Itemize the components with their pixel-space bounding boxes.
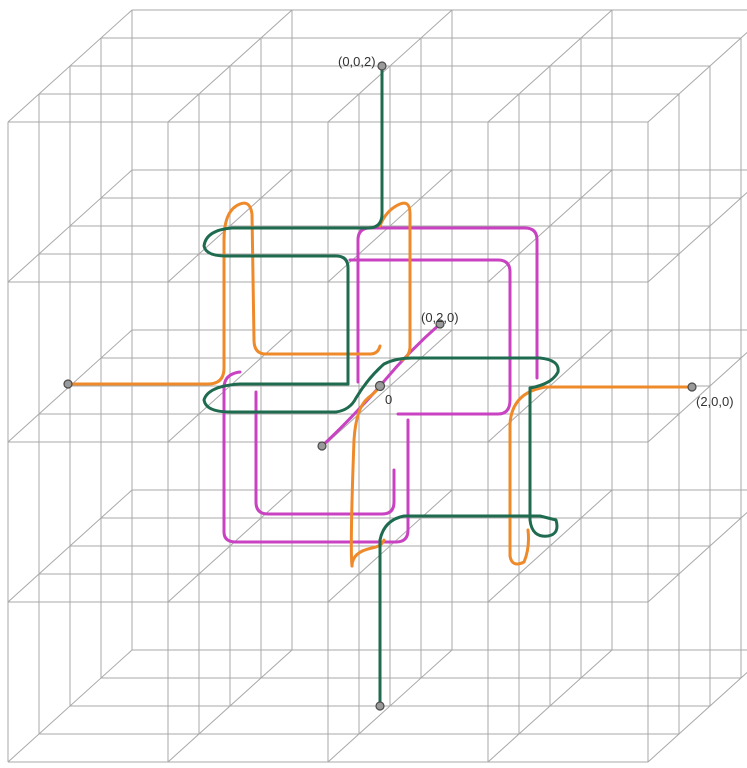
green-loop-middle [202,356,560,414]
node-y-front [317,441,327,451]
orange-axis-left [66,201,382,386]
orange-axis-right [508,385,694,566]
grid-line-depth [647,31,747,123]
green-axis-top [202,64,384,386]
grid-line-depth [647,191,747,283]
grid-line-depth [487,9,613,123]
magenta-loop-lower [222,370,410,544]
node-z-top [377,61,387,71]
orange-lower-left [349,384,382,568]
node-origin [374,380,386,392]
magenta-loop-upper-inner [348,258,512,416]
green-loop-right [378,386,559,542]
label-z-top: (0,0,2) [338,54,376,69]
node-z-bottom [375,701,385,711]
magenta-loop-upper [356,226,539,384]
node-x-right [687,382,697,392]
node-x-left [63,379,73,389]
orange-curve [66,201,694,568]
label-origin: 0 [385,392,392,407]
orange-lower-bottom [350,538,386,568]
label-y-back: (0,2,0) [421,310,459,325]
magenta-loop-lower-inner [254,390,396,516]
label-x-right: (2,0,0) [696,394,734,409]
grid-line-depth [327,9,453,123]
orange-upper-right [378,201,412,362]
node-y-back [435,319,445,329]
green-curve [202,64,560,708]
